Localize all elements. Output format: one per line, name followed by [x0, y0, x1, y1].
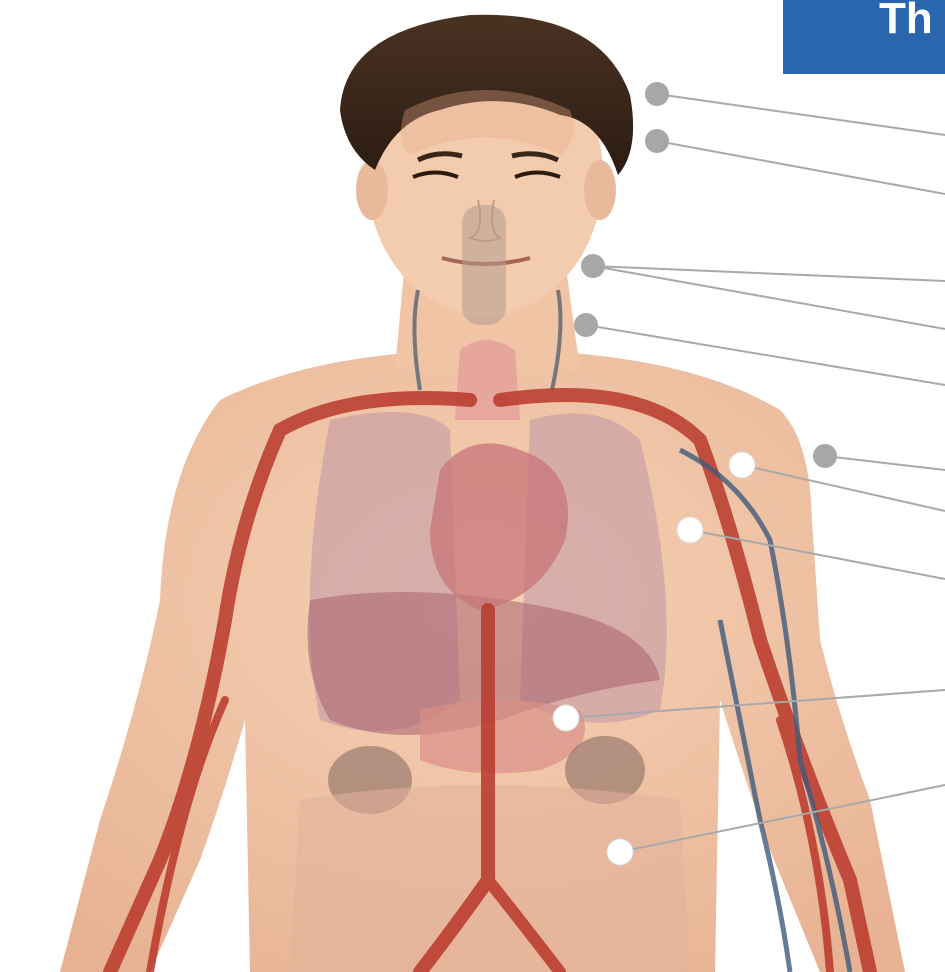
- trachea: [455, 340, 520, 420]
- marker-6[interactable]: [729, 452, 755, 478]
- marker-1[interactable]: [645, 82, 669, 106]
- marker-5[interactable]: [813, 444, 837, 468]
- marker-9[interactable]: [607, 839, 633, 865]
- marker-4[interactable]: [574, 313, 598, 337]
- marker-2[interactable]: [645, 129, 669, 153]
- marker-7[interactable]: [677, 517, 703, 543]
- marker-3[interactable]: [581, 254, 605, 278]
- marker-8[interactable]: [553, 705, 579, 731]
